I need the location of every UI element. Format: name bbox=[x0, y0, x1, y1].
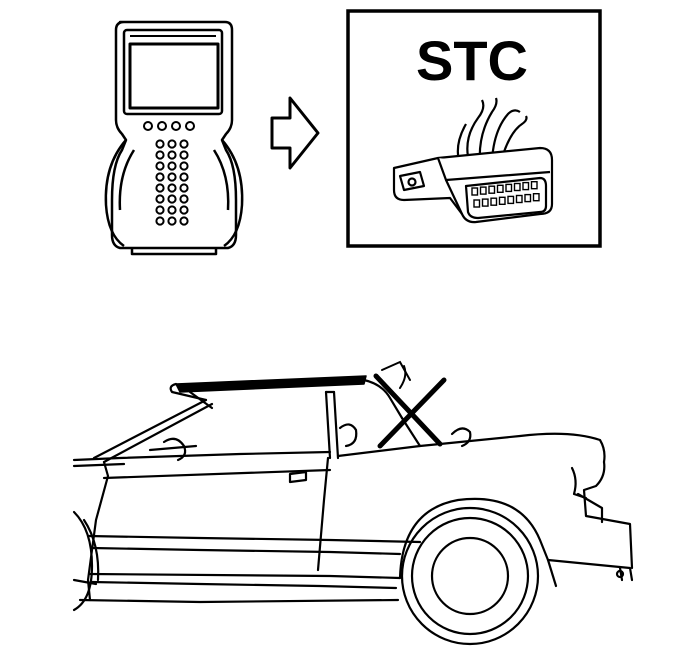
keypad-key bbox=[155, 216, 165, 226]
keypad-key bbox=[179, 183, 189, 193]
convertible-car-icon bbox=[72, 375, 634, 612]
keypad-key bbox=[167, 150, 177, 160]
connector-pin bbox=[515, 194, 523, 204]
keypad-key bbox=[155, 172, 165, 182]
stc-label: STC bbox=[416, 29, 528, 92]
keypad-key bbox=[167, 205, 177, 215]
function-key bbox=[143, 121, 153, 131]
keypad-key bbox=[167, 161, 177, 171]
x-mark-icon bbox=[373, 360, 447, 449]
keypad-key bbox=[167, 139, 177, 149]
function-key bbox=[157, 121, 167, 131]
connector-pin bbox=[513, 182, 521, 192]
keypad-key bbox=[179, 205, 189, 215]
keypad-key bbox=[179, 161, 189, 171]
connector-pin bbox=[530, 180, 538, 190]
connector-pins bbox=[471, 180, 540, 208]
keypad-key bbox=[179, 194, 189, 204]
stc-connector-panel: STC bbox=[346, 9, 602, 248]
connector-pin bbox=[498, 196, 506, 206]
keypad-key bbox=[167, 194, 177, 204]
keypad-key bbox=[155, 205, 165, 215]
keypad-key bbox=[179, 216, 189, 226]
keypad-key bbox=[167, 183, 177, 193]
keypad-key bbox=[155, 183, 165, 193]
connector-pin bbox=[505, 183, 513, 193]
arrow-right-icon bbox=[270, 96, 320, 170]
keypad-key bbox=[155, 139, 165, 149]
rear-wheel bbox=[400, 506, 540, 646]
keypad-key bbox=[167, 216, 177, 226]
keypad-key bbox=[155, 161, 165, 171]
connector-pin bbox=[479, 186, 487, 195]
connector-pin bbox=[522, 181, 530, 191]
scan-tool-icon bbox=[104, 20, 244, 256]
keypad-key bbox=[179, 139, 189, 149]
function-key bbox=[171, 121, 181, 131]
connector-pin bbox=[496, 184, 504, 194]
function-key bbox=[185, 121, 195, 131]
scan-tool-buttons bbox=[143, 121, 195, 226]
connector-pin bbox=[524, 193, 532, 203]
connector-pin bbox=[490, 197, 498, 206]
keypad-key bbox=[155, 194, 165, 204]
connector-pin bbox=[532, 192, 540, 202]
keypad-key bbox=[167, 172, 177, 182]
keypad-key bbox=[155, 150, 165, 160]
keypad-key bbox=[179, 172, 189, 182]
connector-pin bbox=[488, 185, 496, 194]
connector-pin bbox=[507, 195, 515, 205]
connector-pin bbox=[481, 198, 489, 207]
keypad-key bbox=[179, 150, 189, 160]
connector-pin bbox=[471, 187, 479, 196]
connector-pin bbox=[473, 199, 481, 208]
